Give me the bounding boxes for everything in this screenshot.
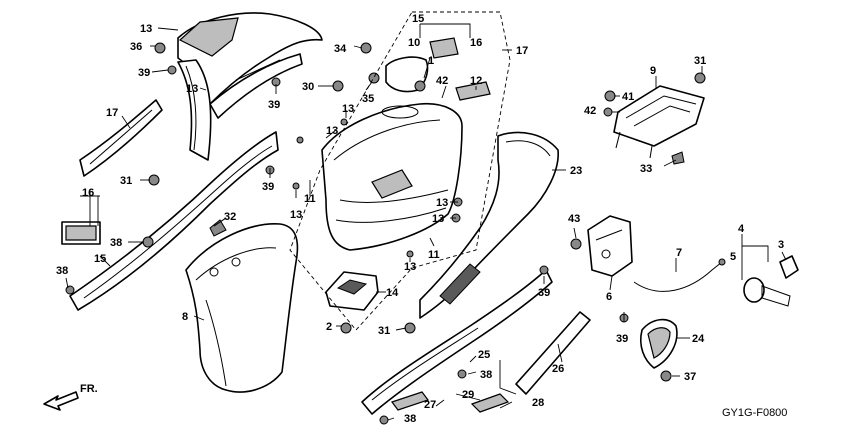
part-floor-side-strip	[69, 131, 279, 311]
callout-19: 13	[140, 23, 152, 35]
callout-28: 28	[532, 397, 544, 409]
diagram-code: GY1G-F0800	[722, 407, 787, 419]
part-tray-bracket	[325, 271, 379, 311]
callout-43: 43	[568, 213, 580, 225]
callout-12: 12	[470, 75, 482, 87]
callout-39: 39	[538, 287, 550, 299]
callout-numbers: 13 36 39 13 17 31 16 38 15 38 8 32 39 39…	[56, 13, 784, 425]
callout-39: 39	[616, 333, 628, 345]
callout-39: 39	[262, 181, 274, 193]
callout-9: 9	[650, 65, 656, 77]
callout-29: 29	[462, 389, 474, 401]
callout-6: 6	[606, 291, 612, 303]
front-direction-arrow: FR.	[43, 383, 98, 411]
callout-30: 30	[302, 81, 314, 93]
callout-22: 17	[106, 107, 118, 119]
callout-37: 36	[130, 41, 142, 53]
callout-35: 34	[334, 43, 347, 55]
callout-13: 13	[342, 103, 354, 115]
callout-1: 1	[428, 55, 434, 67]
callout-10: 10	[408, 37, 420, 49]
callout-31: 31	[120, 175, 132, 187]
callout-13: 13	[404, 261, 416, 273]
part-front-top-cover	[177, 12, 323, 161]
front-label: FR.	[80, 383, 98, 395]
callout-21: 16	[82, 187, 94, 199]
callout-32: 31	[694, 55, 706, 67]
callout-38: 38	[56, 265, 68, 277]
callout-7: 7	[676, 247, 682, 259]
part-lock-bracket	[587, 215, 633, 277]
callout-37: 37	[684, 371, 696, 383]
part-luggage-box	[321, 102, 463, 251]
callout-33: 32	[224, 211, 236, 223]
callout-15: 15	[412, 13, 424, 25]
callout-38: 38	[480, 369, 492, 381]
part-side-cover-small	[639, 318, 678, 369]
callout-25: 25	[478, 349, 490, 361]
part-floor-side-cover	[361, 269, 591, 415]
callout-41: 42	[584, 105, 596, 117]
part-left-strip	[79, 99, 163, 177]
part-rear-body-cover	[419, 131, 559, 319]
callout-3: 3	[778, 239, 784, 251]
callout-13: 13	[326, 125, 338, 137]
callout-42: 42	[436, 75, 448, 87]
part-rear-carrier	[613, 85, 705, 159]
callout-18: 13	[186, 83, 198, 95]
callout-13: 13	[290, 209, 302, 221]
part-seat-hinge-group	[368, 37, 491, 101]
callout-23: 23	[570, 165, 582, 177]
callout-34: 33	[640, 163, 652, 175]
assembly-outline-luggage	[289, 11, 511, 331]
callout-20: 15	[94, 253, 106, 265]
callout-5: 5	[730, 251, 736, 263]
callout-26: 26	[552, 363, 564, 375]
part-key-set	[743, 255, 799, 307]
callout-39: 39	[138, 67, 150, 79]
callout-14: 14	[386, 287, 399, 299]
callout-40: 41	[622, 91, 634, 103]
callout-8: 8	[182, 311, 188, 323]
callout-2: 2	[326, 321, 332, 333]
callout-24: 24	[692, 333, 705, 345]
callout-17: 17	[516, 45, 528, 57]
callout-36: 35	[362, 93, 374, 105]
callout-13: 13	[432, 213, 444, 225]
leader-lines	[65, 23, 787, 421]
callout-39: 39	[268, 99, 280, 111]
callout-11: 11	[304, 193, 316, 205]
callout-38: 38	[110, 237, 122, 249]
callout-27: 27	[424, 399, 436, 411]
part-leg-shield	[185, 223, 299, 393]
callout-4: 4	[738, 223, 745, 235]
callout-11: 11	[428, 249, 440, 261]
callout-13: 13	[436, 197, 448, 209]
callout-31: 31	[378, 325, 390, 337]
callout-16: 16	[470, 37, 482, 49]
part-seat-lock-cable	[633, 258, 726, 292]
callout-38: 38	[404, 413, 416, 425]
